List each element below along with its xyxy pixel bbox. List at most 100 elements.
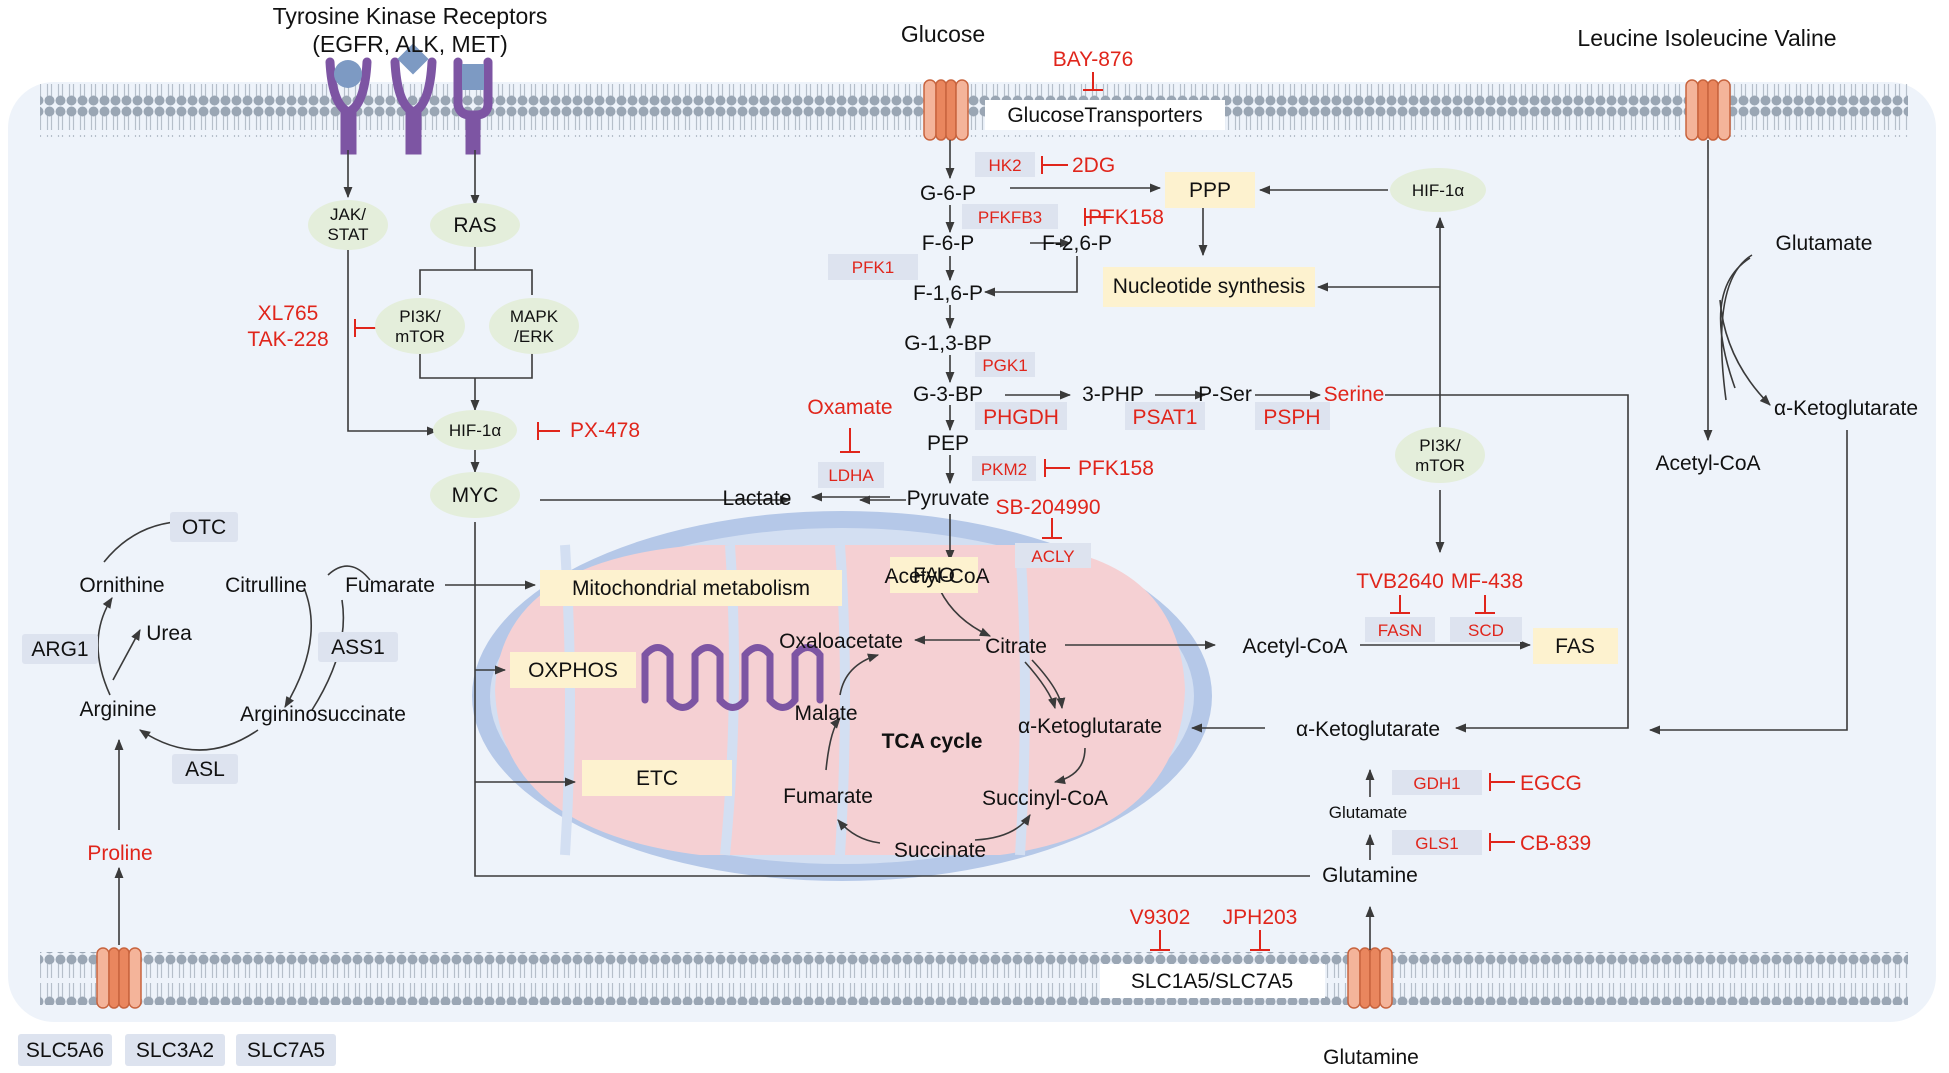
svg-text:ARG1: ARG1 [31, 638, 88, 661]
glucose-transporters-box [985, 100, 1225, 130]
svg-text:SLC7A5: SLC7A5 [247, 1039, 325, 1062]
transporter-slc3a2: SLC3A2 [125, 1034, 225, 1066]
svg-text:FASN: FASN [1378, 621, 1422, 640]
inhibitor-bay876: BAY-876 [1053, 48, 1134, 71]
svg-text:JAK/: JAK/ [330, 205, 366, 224]
svg-text:GDH1: GDH1 [1413, 774, 1460, 793]
cytosol-akg: α-Ketoglutarate [1296, 718, 1440, 741]
svg-text:ASL: ASL [185, 758, 225, 781]
pathway-ppp: PPP [1165, 172, 1255, 208]
urea-citrulline: Citrulline [225, 574, 307, 597]
tca-malate: Malate [794, 702, 857, 725]
mitochondrion [472, 511, 1212, 881]
inhibitor-jph203: JPH203 [1223, 906, 1298, 929]
inhibitor-2dg: 2DG [1072, 154, 1115, 177]
myc-node: MYC [430, 472, 520, 518]
svg-text:OXPHOS: OXPHOS [528, 659, 618, 682]
cytosol-glutamate: Glutamate [1329, 803, 1407, 822]
glutamine-bottom-label: Glutamine [1323, 1046, 1419, 1069]
pathway-fao: FAO [890, 557, 978, 593]
hif1a-node: HIF-1α [433, 410, 517, 450]
svg-text:PFK1: PFK1 [852, 258, 895, 277]
inhibitor-pfk158-a: PFK158 [1088, 206, 1164, 229]
ras-node: RAS [430, 203, 520, 247]
svg-text:FAO: FAO [913, 564, 955, 587]
svg-text:PPP: PPP [1189, 179, 1231, 202]
cytosol-acetyl-coa: Acetyl-CoA [1242, 635, 1347, 658]
pathway-etc: ETC [582, 760, 732, 796]
inhibitor-cb839: CB-839 [1520, 832, 1591, 855]
svg-text:HK2: HK2 [988, 156, 1021, 175]
svg-text:SLC1A5/SLC7A5: SLC1A5/SLC7A5 [1131, 970, 1293, 993]
enzyme-pfk1: PFK1 [828, 254, 918, 280]
enzyme-acly: ACLY [1015, 543, 1091, 568]
svg-text:Nucleotide synthesis: Nucleotide synthesis [1113, 275, 1306, 298]
mapk-erk-node: MAPK /ERK [489, 298, 579, 354]
metabolite-lactate: Lactate [723, 487, 792, 510]
pathway-fas: FAS [1533, 628, 1618, 664]
plasma-membrane-top [40, 84, 1908, 137]
enzyme-fasn: FASN [1365, 617, 1435, 642]
enzyme-asl: ASL [172, 754, 238, 784]
tca-citrate: Citrate [985, 635, 1047, 658]
pi3k-mtor-node: PI3K/ mTOR [375, 298, 465, 354]
glucose-label: Glucose [901, 21, 985, 47]
alk-ligand-diamond [397, 43, 429, 75]
metabolite-pser: P-Ser [1198, 383, 1252, 406]
svg-text:/ERK: /ERK [514, 327, 554, 346]
inhibitor-px478: PX-478 [570, 419, 640, 442]
enzyme-arg1: ARG1 [22, 634, 98, 664]
svg-text:LDHA: LDHA [828, 466, 874, 485]
enzyme-scd: SCD [1450, 617, 1522, 642]
enzyme-hk2: HK2 [975, 152, 1035, 177]
inhibitor-xl765: XL765 [258, 302, 319, 325]
proline-transporter-channel [96, 947, 142, 1009]
svg-text:MAPK: MAPK [510, 307, 559, 326]
urea-arginine: Arginine [79, 698, 156, 721]
enzyme-ass1: ASS1 [318, 632, 398, 662]
metabolite-3php: 3-PHP [1082, 383, 1144, 406]
cytosol-glutamine: Glutamine [1322, 864, 1418, 887]
tca-acetyl-coa: Acetyl-CoA [884, 565, 989, 588]
enzyme-phgdh: PHGDH [975, 402, 1067, 430]
svg-text:SLC5A6: SLC5A6 [26, 1039, 104, 1062]
metabolite-g6p: G-6-P [920, 182, 976, 205]
pathway-nucleotide-synthesis: Nucleotide synthesis [1103, 267, 1315, 307]
tca-akg: α-Ketoglutarate [1018, 715, 1162, 738]
pathway-mitochondrial-metabolism: Mitochondrial metabolism [540, 570, 842, 606]
urea-proline: Proline [87, 842, 152, 865]
metabolite-serine: Serine [1324, 383, 1385, 406]
pi3k-mtor-right-node: PI3K/ mTOR [1395, 427, 1485, 483]
svg-text:PHGDH: PHGDH [983, 406, 1059, 429]
svg-text:mTOR: mTOR [395, 327, 445, 346]
svg-text:mTOR: mTOR [1415, 456, 1465, 475]
svg-text:ASS1: ASS1 [331, 636, 385, 659]
svg-text:ETC: ETC [636, 767, 678, 790]
inner-membrane-squiggle [641, 644, 824, 711]
svg-text:PSPH: PSPH [1263, 406, 1320, 429]
enzyme-psph: PSPH [1255, 402, 1330, 430]
metabolite-f6p: F-6-P [922, 232, 975, 255]
urea-ornithine: Ornithine [79, 574, 164, 597]
inhibitor-tvb2640: TVB2640 [1356, 570, 1444, 593]
svg-text:SLC3A2: SLC3A2 [136, 1039, 214, 1062]
inhibitor-mf438: MF-438 [1451, 570, 1523, 593]
transporter-slc7a5: SLC7A5 [236, 1034, 336, 1066]
metabolite-g13bp: G-1,3-BP [904, 332, 992, 355]
svg-text:STAT: STAT [328, 225, 369, 244]
metabolite-pyruvate: Pyruvate [907, 487, 990, 510]
svg-text:Mitochondrial metabolism: Mitochondrial metabolism [572, 577, 810, 600]
transporter-slc1a5-slc7a5: SLC1A5/SLC7A5 [1100, 964, 1325, 998]
bcaa-label: Leucine Isoleucine Valine [1577, 25, 1836, 51]
inhibitor-tak228: TAK-228 [247, 328, 328, 351]
tca-title: TCA cycle [882, 730, 983, 753]
inhibitor-v9302: V9302 [1130, 906, 1191, 929]
metabolite-g3bp: G-3-BP [913, 383, 983, 406]
tca-oxaloacetate: Oxaloacetate [779, 630, 903, 653]
svg-text:PSAT1: PSAT1 [1133, 406, 1198, 429]
metabolite-pep: PEP [927, 432, 969, 455]
svg-text:PFKFB3: PFKFB3 [978, 208, 1042, 227]
svg-text:OTC: OTC [182, 516, 226, 539]
tca-fumarate: Fumarate [783, 785, 873, 808]
svg-text:RAS: RAS [453, 214, 496, 237]
